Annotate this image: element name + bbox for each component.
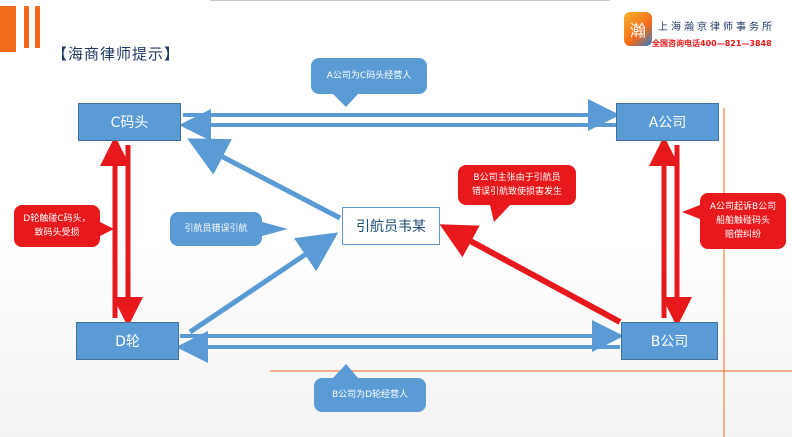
node-d-ship: D轮 [76, 322, 179, 360]
callout-pilot-error-tail [262, 222, 288, 236]
header-accent-stripe-1 [24, 6, 29, 48]
top-divider [210, 0, 610, 1]
firm-name: 上海瀚京律师事务所 [658, 22, 775, 33]
callout-top-tail [333, 94, 358, 107]
arrow-pilot-to-c [187, 138, 342, 221]
callout-b-operator: B公司为D轮经营人 [314, 378, 426, 412]
callout-bottom-tail [333, 364, 358, 378]
callout-a-sues-b: A公司起诉B公司 船舶触碰码头 赔偿纠纷 [700, 193, 786, 249]
firm-logo: 瀚 上海瀚京律师事务所 全国咨询电话400—821—3848 [624, 8, 784, 52]
node-b-company: B公司 [621, 322, 718, 360]
callout-b-claims-tail [490, 205, 510, 222]
header-accent-bar [0, 6, 16, 52]
arrow-d-to-pilot [188, 232, 339, 335]
page-title: 【海商律师提示】 [52, 45, 181, 63]
logo-mark: 瀚 [624, 12, 652, 46]
hotline: 全国咨询电话400—821—3848 [652, 39, 772, 48]
node-c-wharf: C码头 [78, 103, 181, 141]
callout-a-operator: A公司为C码头经营人 [311, 58, 427, 94]
callout-a-sues-b-tail [682, 205, 700, 219]
callout-b-claims: B公司主张由于引航员 错误引航致使损害发生 [458, 165, 576, 205]
node-pilot: 引航员韦某 [342, 207, 440, 245]
arrow-b-to-pilot [439, 224, 622, 325]
callout-d-hits-c: D轮触碰C码头， 致码头受损 [14, 205, 100, 247]
callout-pilot-error: 引航员错误引航 [170, 212, 262, 246]
callout-d-hits-c-tail [100, 222, 114, 236]
node-a-company: A公司 [616, 103, 719, 141]
header-accent-stripe-2 [35, 6, 40, 48]
